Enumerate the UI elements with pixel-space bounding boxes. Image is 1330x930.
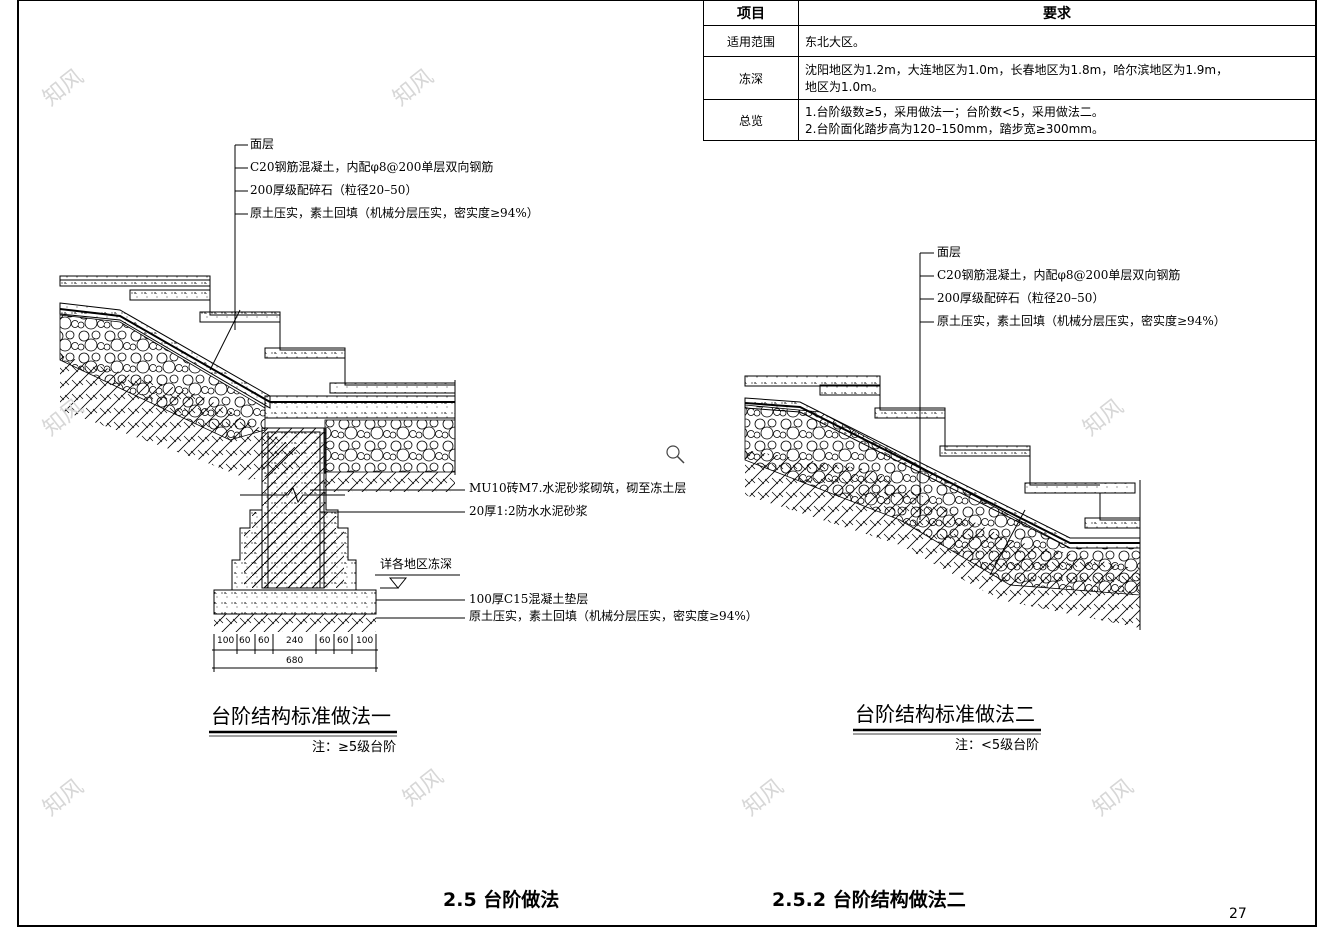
dim-label: 100 — [217, 636, 235, 646]
d1-base-note: 原土压实，素土回填（机械分层压实，密实度≥94%） — [469, 609, 758, 623]
d2-layer-label: 面层 — [937, 245, 962, 259]
d1-note: 注：≥5级台阶 — [312, 740, 397, 755]
row-text: 沈阳地区为1.2m，大连地区为1.0m，长春地区为1.8m，哈尔滨地区为1.9m… — [798, 56, 1316, 100]
d1-wall-note: 20厚1:2防水水泥砂浆 — [469, 504, 588, 518]
magnifier-icon — [666, 445, 685, 464]
dim-label: 240 — [286, 636, 304, 646]
d1-title: 台阶结构标准做法一 — [211, 704, 391, 728]
d2-title: 台阶结构标准做法二 — [855, 702, 1035, 726]
d1-frost-note: 详各地区冻深 — [380, 557, 453, 571]
table-row: 适用范围 东北大区。 — [703, 25, 1316, 57]
row-line: 2.台阶面化踏步高为120–150mm，踏步宽≥300mm。 — [805, 122, 1104, 136]
table-row: 冻深 沈阳地区为1.2m，大连地区为1.0m，长春地区为1.8m，哈尔滨地区为1… — [703, 56, 1316, 100]
row-line: 沈阳地区为1.2m，大连地区为1.0m，长春地区为1.8m，哈尔滨地区为1.9m… — [805, 63, 1229, 77]
row-line: 1.台阶级数≥5，采用做法一；台阶数<5，采用做法二。 — [805, 105, 1104, 119]
header-requirement: 要求 — [798, 0, 1316, 26]
d1-layer-label: 200厚级配碎石（粒径20–50） — [250, 183, 418, 197]
dim-label: 60 — [319, 636, 331, 646]
d2-layer-label: 200厚级配碎石（粒径20–50） — [937, 291, 1105, 305]
detail-1-section — [59, 144, 465, 737]
section-title: 2.5 台阶做法 — [443, 889, 560, 911]
row-item: 冻深 — [703, 56, 799, 100]
d1-wall-note: MU10砖M7.水泥砂浆砌筑，砌至冻土层 — [469, 481, 687, 495]
table-row: 总览 1.台阶级数≥5，采用做法一；台阶数<5，采用做法二。 2.台阶面化踏步高… — [703, 99, 1316, 141]
d1-layer-label: C20钢筋混凝土，内配φ8@200单层双向钢筋 — [250, 160, 494, 174]
row-item: 总览 — [703, 99, 799, 141]
d2-layer-label: C20钢筋混凝土，内配φ8@200单层双向钢筋 — [937, 268, 1181, 282]
header-item: 项目 — [703, 0, 799, 26]
row-line: 东北大区。 — [805, 34, 866, 49]
row-text: 1.台阶级数≥5，采用做法一；台阶数<5，采用做法二。 2.台阶面化踏步高为12… — [798, 99, 1316, 141]
d1-layer-label: 原土压实，素土回填（机械分层压实，密实度≥94%） — [250, 206, 539, 220]
row-item: 适用范围 — [703, 25, 799, 57]
dim-label: 100 — [356, 636, 374, 646]
subsection-title: 2.5.2 台阶结构做法二 — [772, 889, 966, 911]
row-line: 地区为1.0m。 — [805, 80, 884, 94]
detail-2-section — [744, 252, 1141, 735]
dim-label: 60 — [239, 636, 251, 646]
d1-base-note: 100厚C15混凝土垫层 — [469, 592, 589, 606]
d2-layer-label: 原土压实，素土回填（机械分层压实，密实度≥94%） — [937, 314, 1226, 328]
spec-table-header: 项目 要求 — [703, 0, 1316, 26]
page-number: 27 — [1229, 906, 1247, 922]
dim-total: 680 — [286, 656, 304, 666]
dim-label: 60 — [258, 636, 270, 646]
d2-note: 注：<5级台阶 — [955, 738, 1040, 753]
spec-table: 项目 要求 适用范围 东北大区。 冻深 沈阳地区为1.2m，大连地区为1.0m，… — [703, 0, 1316, 141]
dim-label: 60 — [337, 636, 349, 646]
d1-layer-label: 面层 — [250, 137, 275, 151]
row-text: 东北大区。 — [798, 25, 1316, 57]
sheet-border — [17, 0, 1317, 927]
